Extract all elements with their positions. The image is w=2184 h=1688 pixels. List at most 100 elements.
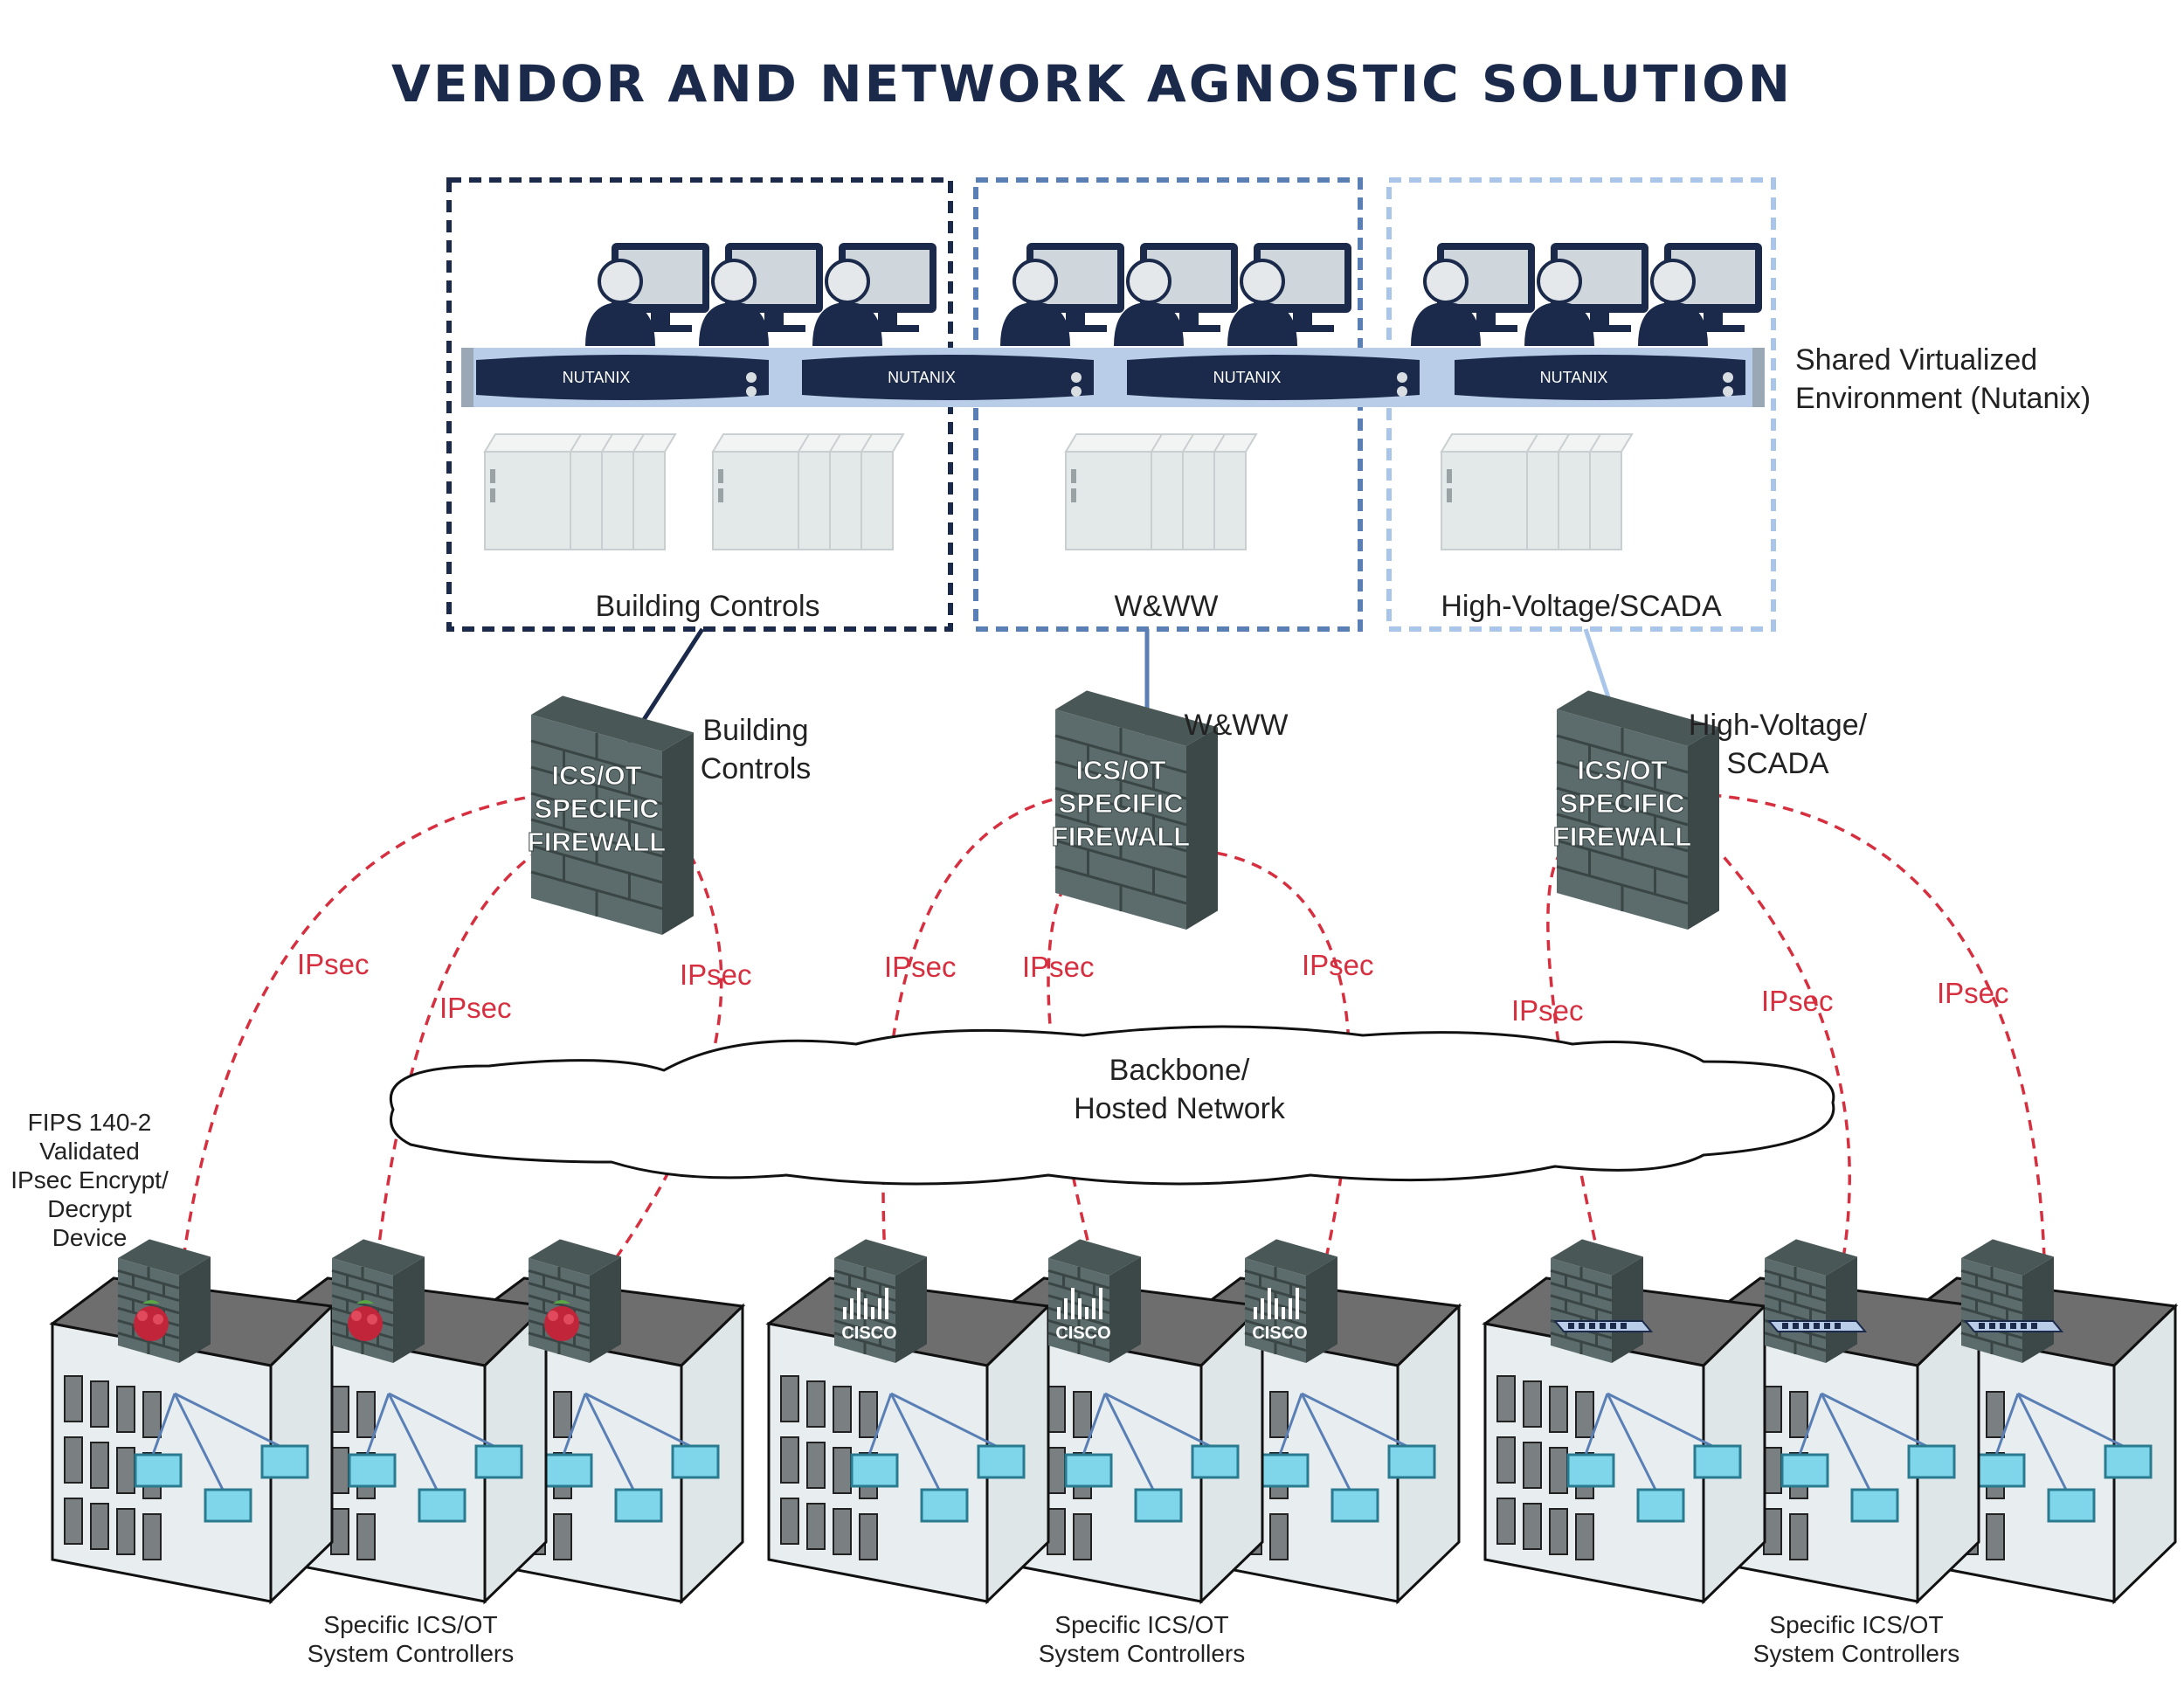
firewall-text: FIREWALL	[1052, 821, 1190, 852]
building-icon	[49, 1276, 335, 1605]
server-tower-icon	[483, 433, 677, 550]
ipsec-label-4: IPsec	[884, 951, 957, 983]
ipsec-label-8: IPsec	[1761, 985, 1834, 1017]
user-workstation-icon	[812, 243, 936, 346]
controller-box	[2104, 1444, 2153, 1479]
user-workstation-icon	[585, 243, 709, 346]
controller-box	[1566, 1453, 1615, 1488]
nutanix-node-2: NUTANIX	[802, 355, 1094, 400]
controllers-label-3: Specific ICS/OT System Controllers	[1752, 1611, 1960, 1667]
firewall-text: SPECIFIC	[1560, 788, 1685, 819]
user-workstation-icon	[1524, 243, 1648, 346]
controller-box	[134, 1453, 183, 1488]
controller-box	[1693, 1444, 1742, 1479]
raspberry-pi-icon	[544, 1300, 579, 1341]
environment-label: Shared Virtualized Environment (Nutanix)	[1795, 343, 2091, 415]
device-firewall-icon	[331, 1239, 425, 1363]
ipsec-label-2: IPsec	[439, 992, 512, 1024]
ipsec-label-6: IPsec	[1302, 949, 1374, 981]
controller-box	[1261, 1453, 1310, 1488]
controller-box	[1636, 1488, 1685, 1523]
device-firewall-icon	[1764, 1239, 1857, 1363]
server-brand-label: NUTANIX	[563, 369, 631, 386]
controller-box	[1850, 1488, 1899, 1523]
controller-box	[260, 1444, 309, 1479]
controller-box	[1134, 1488, 1183, 1523]
server-rack: NUTANIX NUTANIX NUTANIX NUTANIX	[461, 243, 1765, 550]
firewall-text: ICS/OT	[551, 760, 641, 791]
user-workstation-icon	[1114, 243, 1238, 346]
raspberry-pi-icon	[134, 1300, 169, 1341]
controllers-label-2: Specific ICS/OT System Controllers	[1038, 1611, 1246, 1667]
ipsec-label-3: IPsec	[680, 958, 752, 991]
firewall-label-building-controls: Building Controls	[700, 714, 812, 785]
ipsec-link-3	[614, 838, 723, 1259]
server-brand-label: NUTANIX	[1213, 369, 1282, 386]
firewall-label-high-voltage: High-Voltage/ SCADA	[1688, 709, 1868, 780]
cisco-brand-label: CISCO	[841, 1324, 896, 1343]
cloud-shape	[389, 1025, 1835, 1186]
cisco-router-icon: CISCO	[1055, 1288, 1111, 1343]
zone-label-wwww: W&WW	[1114, 590, 1219, 623]
network-switch-icon	[1552, 1320, 1654, 1332]
controller-box	[348, 1453, 397, 1488]
controller-box	[418, 1488, 467, 1523]
user-workstation-icon	[1000, 243, 1124, 346]
controller-box	[1330, 1488, 1379, 1523]
ipsec-link-8	[1717, 850, 1851, 1259]
zone-label-building-controls: Building Controls	[595, 590, 820, 623]
ipsec-label-1: IPsec	[297, 948, 370, 980]
page-title: VENDOR AND NETWORK AGNOSTIC SOLUTION	[391, 54, 1793, 114]
device-firewall-icon	[1960, 1239, 2054, 1363]
backbone-cloud	[389, 1025, 1835, 1186]
ipsec-label-5: IPsec	[1022, 951, 1095, 983]
firewall-text: ICS/OT	[1075, 755, 1165, 785]
controller-box	[474, 1444, 523, 1479]
ipsec-link-4	[881, 793, 1074, 1259]
server-tower-icon	[711, 433, 905, 550]
ipsec-link-9	[1710, 793, 2046, 1259]
controller-box	[614, 1488, 663, 1523]
server-tower-icon	[1440, 433, 1634, 550]
ipsec-label-9: IPsec	[1937, 977, 2009, 1009]
zone-connector-3	[1583, 628, 1614, 709]
firewall-text: FIREWALL	[528, 827, 666, 857]
firewall-text: FIREWALL	[1553, 821, 1691, 852]
nutanix-node-3: NUTANIX	[1127, 355, 1420, 400]
firewall-text: ICS/OT	[1577, 755, 1667, 785]
buildings: CISCO CISCO CISCO	[49, 1239, 2179, 1605]
network-switch-icon	[1766, 1320, 1868, 1332]
cisco-router-icon: CISCO	[1252, 1288, 1308, 1343]
server-tower-icon	[1064, 433, 1258, 550]
building-icon	[765, 1276, 1052, 1605]
user-workstation-icon	[1638, 243, 1762, 346]
firewall-text: SPECIFIC	[535, 793, 660, 824]
zone-label-high-voltage: High-Voltage/SCADA	[1441, 590, 1722, 623]
controller-box	[1191, 1444, 1240, 1479]
ipsec-label-7: IPsec	[1511, 994, 1584, 1027]
user-workstation-icon	[1411, 243, 1535, 346]
fips-label: FIPS 140-2 Validated IPsec Encrypt/ Decr…	[10, 1109, 169, 1251]
controller-box	[1907, 1444, 1956, 1479]
nutanix-node-4: NUTANIX	[1455, 355, 1745, 400]
controllers-label-1: Specific ICS/OT System Controllers	[307, 1611, 515, 1667]
ipsec-link-2	[376, 837, 560, 1259]
server-brand-label: NUTANIX	[1540, 369, 1608, 386]
ipsec-link-1	[182, 793, 543, 1259]
controller-box	[1064, 1453, 1113, 1488]
controller-box	[2047, 1488, 2096, 1523]
controller-box	[1780, 1453, 1829, 1488]
cisco-brand-label: CISCO	[1252, 1324, 1307, 1343]
firewall-label-wwww: W&WW	[1184, 709, 1289, 742]
controller-box	[544, 1453, 593, 1488]
firewall-text: SPECIFIC	[1059, 788, 1184, 819]
network-switch-icon	[1963, 1320, 2064, 1332]
controller-box	[850, 1453, 899, 1488]
server-brand-label: NUTANIX	[888, 369, 956, 386]
controller-box	[920, 1488, 969, 1523]
device-firewall-icon	[117, 1239, 211, 1363]
